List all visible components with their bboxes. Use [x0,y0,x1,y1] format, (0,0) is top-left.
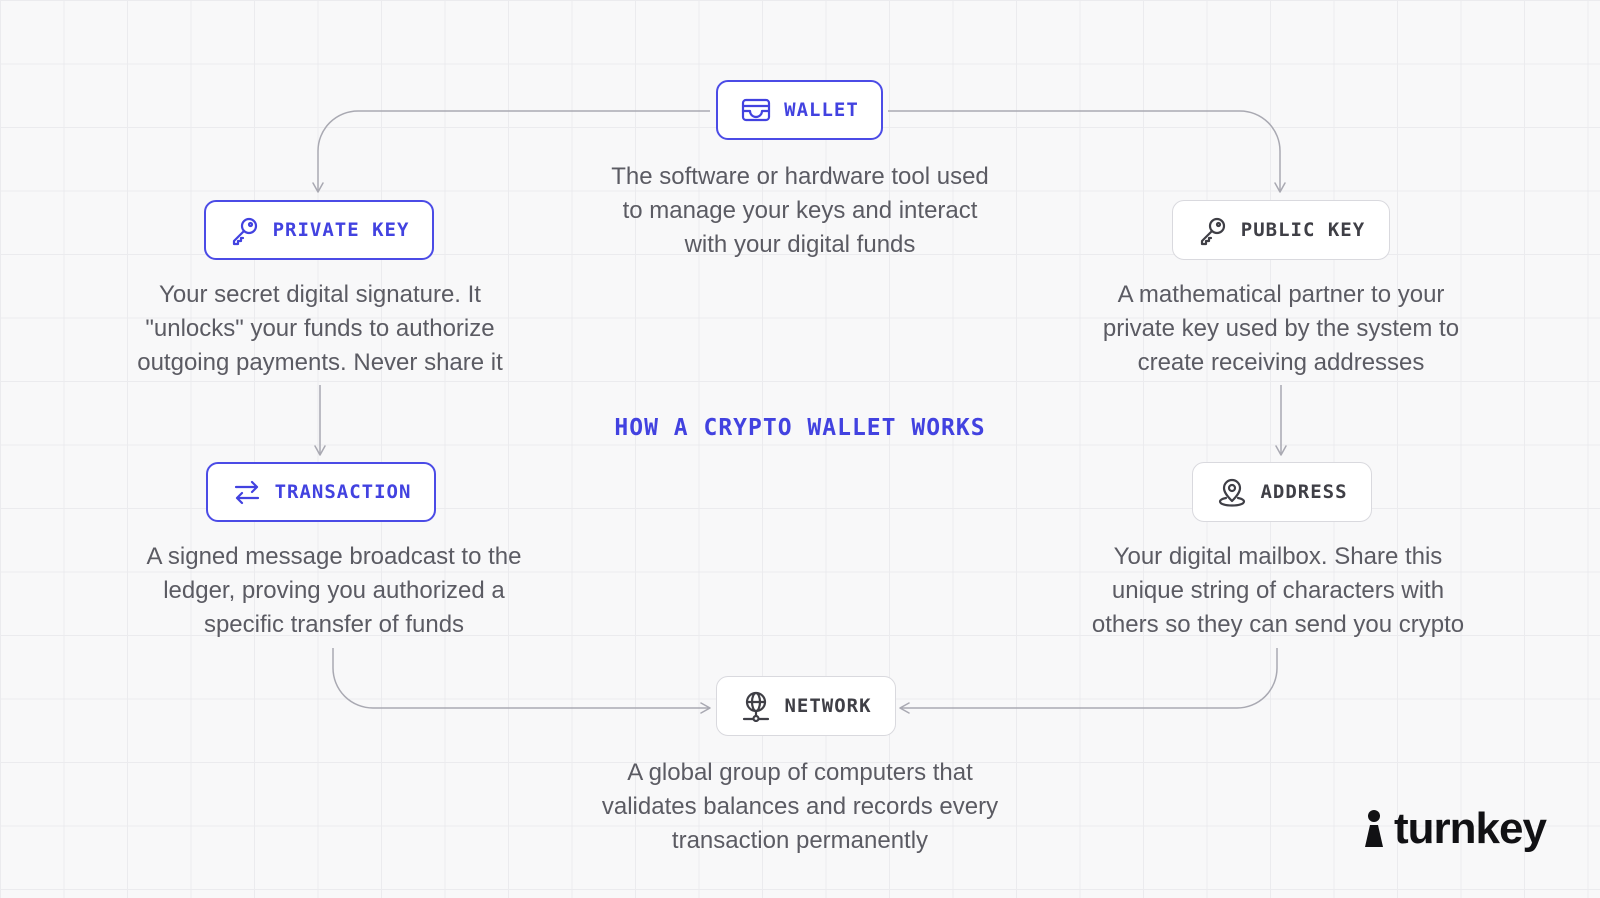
public-key-description: A mathematical partner to your private k… [1102,281,1460,376]
private-key-node: PRIVATE KEY [204,200,434,260]
network-label: NETWORK [784,695,872,717]
connector-transaction-to-network [332,648,711,714]
public-key-label: PUBLIC KEY [1240,219,1366,241]
network-description: A global group of computers that validat… [601,759,999,854]
transaction-label: TRANSACTION [274,481,412,503]
map-pin-icon [1216,476,1248,508]
address-node: ADDRESS [1192,462,1372,522]
wallet-node: WALLET [716,80,883,140]
network-node: NETWORK [716,676,896,736]
key-icon [229,214,261,246]
wallet-description: The software or hardware tool used to ma… [611,163,989,258]
private-key-description: Your secret digital signature. It "unloc… [137,281,503,376]
logo-wordmark: turnkey [1394,804,1547,853]
connector-wallet-to-private-key [312,110,710,193]
wallet-icon [740,94,772,126]
globe-network-icon [740,690,772,722]
wallet-label: WALLET [784,99,859,121]
diagram-title: HOW A CRYPTO WALLET WORKS [614,415,986,441]
transaction-node: TRANSACTION [206,462,436,522]
arrows-exchange-icon [231,476,263,508]
private-key-label: PRIVATE KEY [272,219,410,241]
keyhole-person-icon [1365,810,1383,847]
turnkey-logo: turnkey [1362,804,1547,854]
address-description: Your digital mailbox. Share this unique … [1091,543,1465,638]
connector-address-to-network [899,648,1278,714]
address-label: ADDRESS [1260,481,1348,503]
connector-wallet-to-public-key [888,110,1286,193]
public-key-node: PUBLIC KEY [1172,200,1390,260]
key-icon [1197,214,1229,246]
transaction-description: A signed message broadcast to the ledger… [146,543,522,638]
